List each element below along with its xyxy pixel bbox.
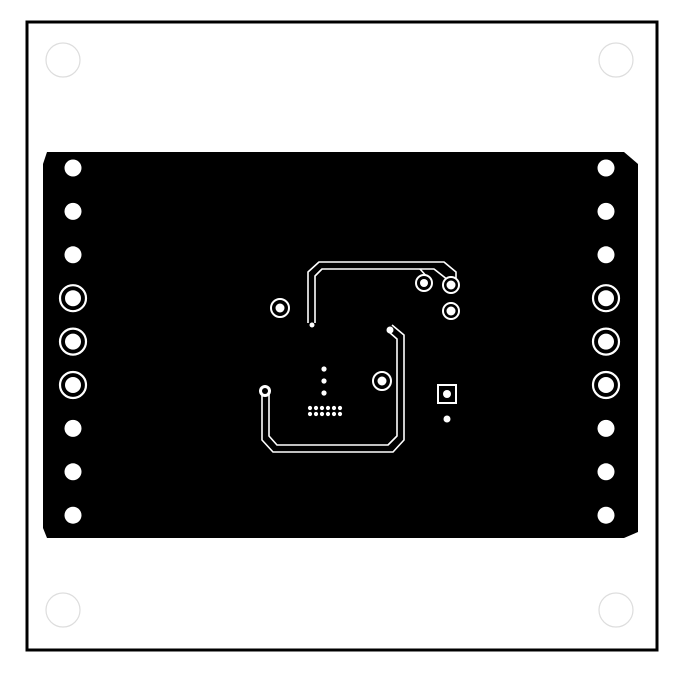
header-pin-hole [597, 246, 615, 264]
thermal-via [337, 411, 343, 417]
header-pin-hole [597, 159, 615, 177]
via-small [309, 322, 315, 328]
mounting-hole-top-right [598, 42, 634, 78]
header-pad-hole [598, 290, 614, 307]
thermal-via [331, 411, 337, 417]
header-pin-hole [64, 202, 82, 220]
thermal-via [321, 390, 327, 396]
header-pin-hole [64, 463, 82, 481]
mounting-holes [45, 42, 634, 628]
header-pad-hole [65, 377, 81, 393]
right-header [591, 159, 621, 524]
header-pin-hole [64, 246, 82, 264]
thermal-via [319, 405, 325, 411]
header-pin-hole [64, 419, 82, 437]
header-pin-hole [597, 463, 615, 481]
mounting-hole-bottom-left [45, 592, 81, 628]
trace-lower [261, 324, 405, 453]
header-pin-hole [597, 419, 615, 437]
thermal-via [319, 411, 325, 417]
header-pin-hole [64, 159, 82, 177]
thermal-via [313, 411, 319, 417]
thermal-via-array [307, 366, 343, 417]
thermal-via [325, 405, 331, 411]
copper-pour [43, 152, 638, 538]
header-pin-hole [64, 506, 82, 524]
thermal-via [307, 411, 313, 417]
via-hole [275, 303, 285, 313]
mounting-hole-top-left [45, 42, 81, 78]
via-small [386, 326, 394, 334]
header-pad-hole [598, 377, 614, 393]
thermal-via [325, 411, 331, 417]
header-pin-hole [597, 506, 615, 524]
thermal-via [331, 405, 337, 411]
thermal-via [321, 366, 327, 372]
header-pad-hole [65, 290, 81, 307]
thermal-via [307, 405, 313, 411]
via-hole [446, 306, 456, 316]
thermal-via [337, 405, 343, 411]
via-hole [446, 280, 456, 290]
trace-upper-inner [314, 268, 449, 323]
via-hole [420, 279, 428, 287]
thermal-via [313, 405, 319, 411]
header-pin-hole [597, 202, 615, 220]
via-small [443, 415, 451, 423]
via-hole [262, 388, 268, 394]
square-test-pad [437, 384, 457, 404]
left-header [58, 159, 88, 524]
thermal-via [321, 378, 327, 384]
trace-lower-inner [268, 331, 398, 446]
header-pad-hole [65, 333, 81, 350]
trace-upper [307, 261, 457, 323]
mounting-hole-bottom-right [598, 592, 634, 628]
vias [259, 274, 460, 423]
header-pad-hole [598, 333, 614, 350]
via-hole [377, 376, 387, 386]
